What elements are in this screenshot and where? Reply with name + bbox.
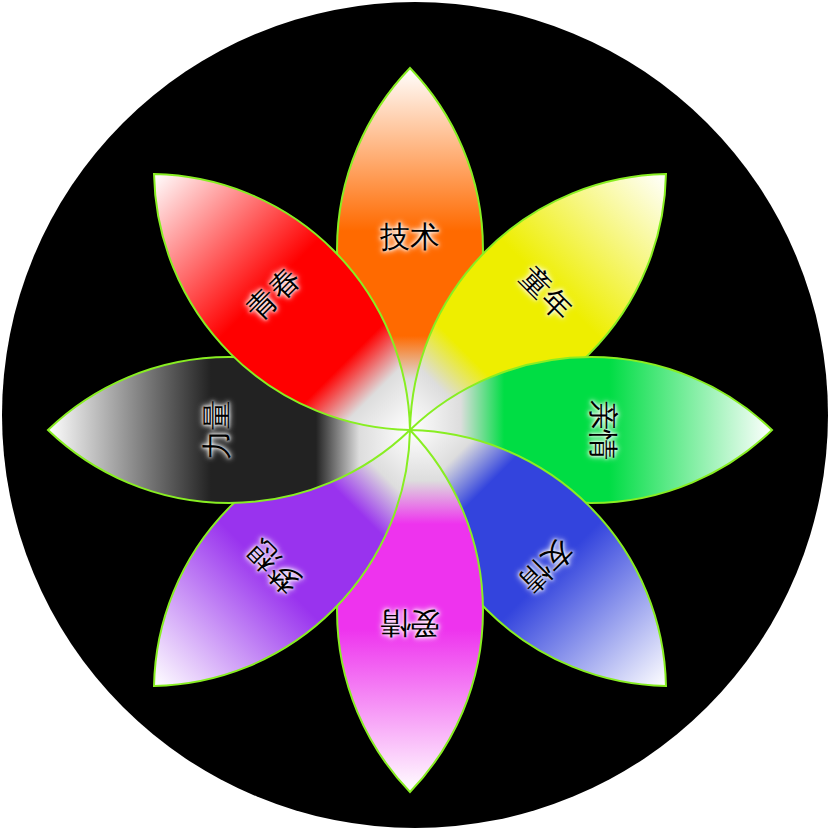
petal-outline (102, 122, 461, 481)
petal-label: 爱情 (337, 604, 483, 642)
petal-label: 力量 (198, 357, 236, 503)
petal-label: 亲情 (584, 357, 622, 503)
petal-label: 技术 (337, 218, 483, 256)
